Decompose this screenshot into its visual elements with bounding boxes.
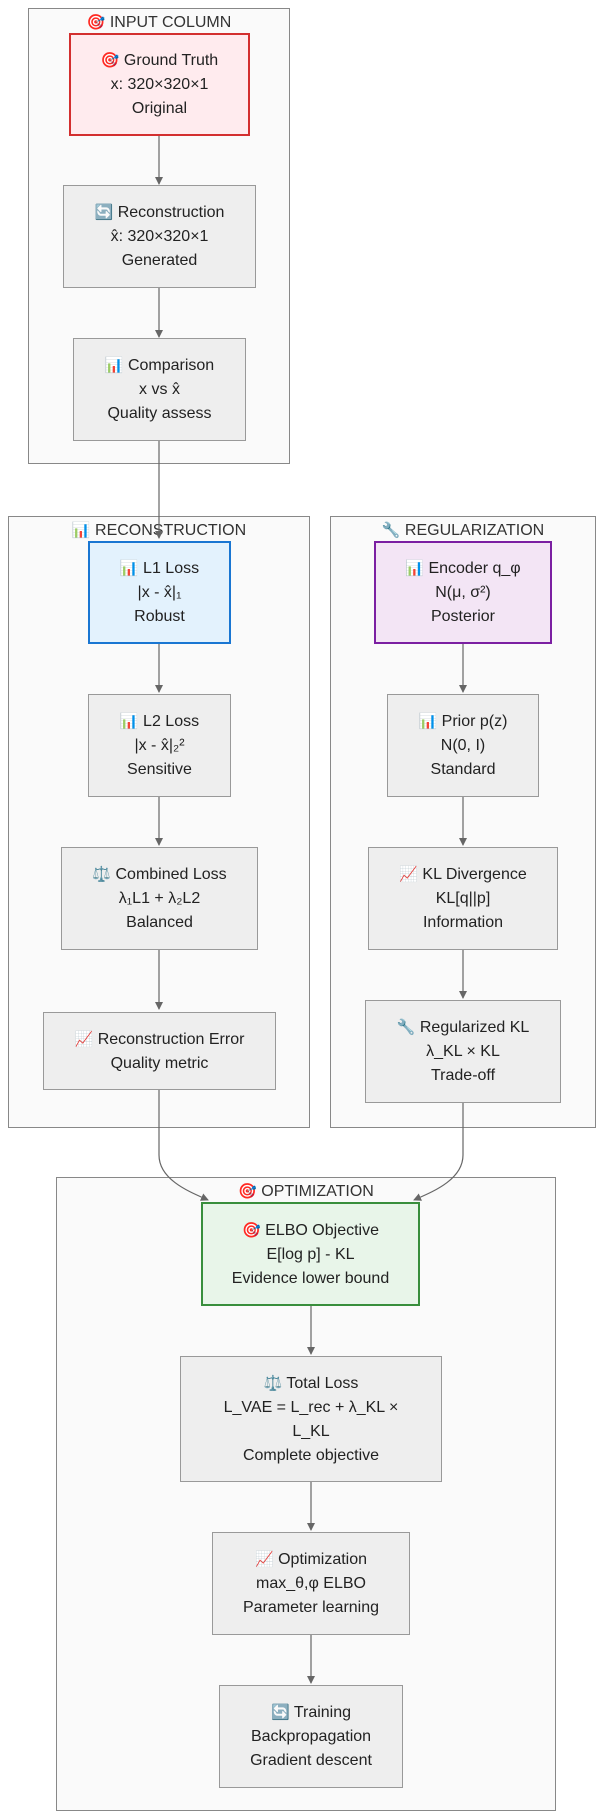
balance-scale-icon: ⚖️ (263, 1373, 283, 1392)
refresh-icon: 🔄 (270, 1703, 290, 1721)
bar-chart-icon: 📊 (119, 559, 139, 577)
target-icon: 🎯 (100, 51, 120, 69)
node-regularized-kl: 🔧 Regularized KL λ_KL × KL Trade-off (365, 1000, 561, 1103)
node-comparison: 📊 Comparison x vs x̂ Quality assess (73, 338, 246, 441)
refresh-icon: 🔄 (94, 203, 114, 221)
node-elbo-objective: 🎯 ELBO Objective E[log p] - KL Evidence … (201, 1202, 420, 1306)
target-icon: 🎯 (238, 1182, 257, 1200)
wrench-icon: 🔧 (381, 521, 401, 539)
node-l2-loss: 📊 L2 Loss |x - x̂|₂² Sensitive (88, 694, 231, 797)
line-chart-icon: 📈 (254, 1550, 274, 1568)
node-kl-divergence: 📈 KL Divergence KL[q||p] Information (368, 847, 558, 950)
bar-chart-icon: 📊 (104, 356, 124, 374)
cluster-title-input-column: 🎯 INPUT COLUMN (86, 13, 232, 31)
cluster-title-reconstruction: 📊 RECONSTRUCTION (71, 521, 247, 539)
node-reconstruction: 🔄 Reconstruction x̂: 320×320×1 Generated (63, 185, 256, 288)
edge-recon-error-to-elbo (158, 1090, 209, 1201)
node-training: 🔄 Training Backpropagation Gradient desc… (219, 1685, 403, 1788)
node-encoder: 📊 Encoder q_φ N(μ, σ²) Posterior (374, 541, 552, 644)
node-l1-loss: 📊 L1 Loss |x - x̂|₁ Robust (88, 541, 231, 644)
node-reconstruction-error: 📈 Reconstruction Error Quality metric (43, 1012, 276, 1090)
node-combined-loss: ⚖️ Combined Loss λ₁L1 + λ₂L2 Balanced (61, 847, 258, 950)
bar-chart-icon: 📊 (405, 559, 424, 577)
node-ground-truth: 🎯 Ground Truth x: 320×320×1 Original (69, 33, 250, 136)
wrench-icon: 🔧 (396, 1018, 416, 1036)
target-icon: 🎯 (86, 13, 106, 31)
edge-regkl-to-elbo (413, 1102, 464, 1201)
cluster-title-optimization: 🎯 OPTIMIZATION (238, 1182, 374, 1200)
bar-chart-icon: 📊 (119, 712, 139, 730)
bar-chart-icon: 📊 (71, 521, 91, 539)
line-chart-icon: 📈 (74, 1029, 94, 1048)
target-icon: 🎯 (242, 1220, 261, 1239)
cluster-title-regularization: 🔧 REGULARIZATION (381, 521, 545, 539)
node-prior: 📊 Prior p(z) N(0, I) Standard (387, 694, 539, 797)
balance-scale-icon: ⚖️ (92, 865, 112, 883)
node-optimization: 📈 Optimization max_θ,φ ELBO Parameter le… (212, 1532, 410, 1635)
node-total-loss: ⚖️ Total Loss L_VAE = L_rec + λ_KL × L_K… (180, 1356, 442, 1482)
bar-chart-icon: 📊 (418, 712, 438, 730)
line-chart-icon: 📈 (399, 865, 418, 883)
